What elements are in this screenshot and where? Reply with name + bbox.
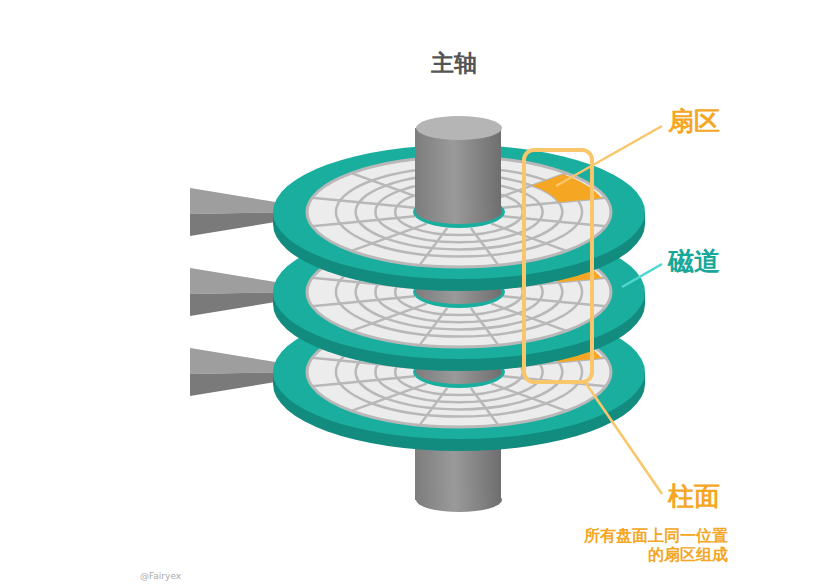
- spindle-edge: [416, 488, 502, 512]
- spindle-top: [416, 116, 502, 140]
- sector-line: [420, 308, 448, 345]
- sector-line: [471, 228, 499, 265]
- spindle-segment: [415, 116, 502, 224]
- sector-line: [352, 384, 427, 411]
- sector-line: [491, 224, 566, 251]
- spindle-body: [415, 128, 501, 212]
- sector-line: [352, 224, 427, 251]
- part-name: 柱面: [668, 481, 720, 512]
- sector-line: [312, 296, 415, 306]
- part-name: 磁道: [668, 246, 720, 277]
- sector-line: [352, 304, 427, 331]
- leader-line: [556, 126, 662, 186]
- part-name: 主轴: [431, 50, 477, 78]
- sector-line: [312, 376, 415, 386]
- sector-line: [471, 308, 499, 345]
- note: 所有盘面上同一位置的扇区组成: [578, 526, 728, 564]
- sector-line: [471, 388, 499, 425]
- sector-line: [312, 216, 415, 226]
- sector-line: [491, 384, 566, 411]
- part-name: 扇区: [668, 106, 720, 137]
- sector-line: [312, 198, 415, 208]
- leader-line: [585, 382, 662, 494]
- watermark: @Fairyex: [140, 571, 181, 582]
- sector-line: [420, 228, 448, 265]
- sector-line: [420, 388, 448, 425]
- spindle-edge: [416, 200, 502, 224]
- leader-line: [622, 264, 662, 287]
- sector-line: [491, 304, 566, 331]
